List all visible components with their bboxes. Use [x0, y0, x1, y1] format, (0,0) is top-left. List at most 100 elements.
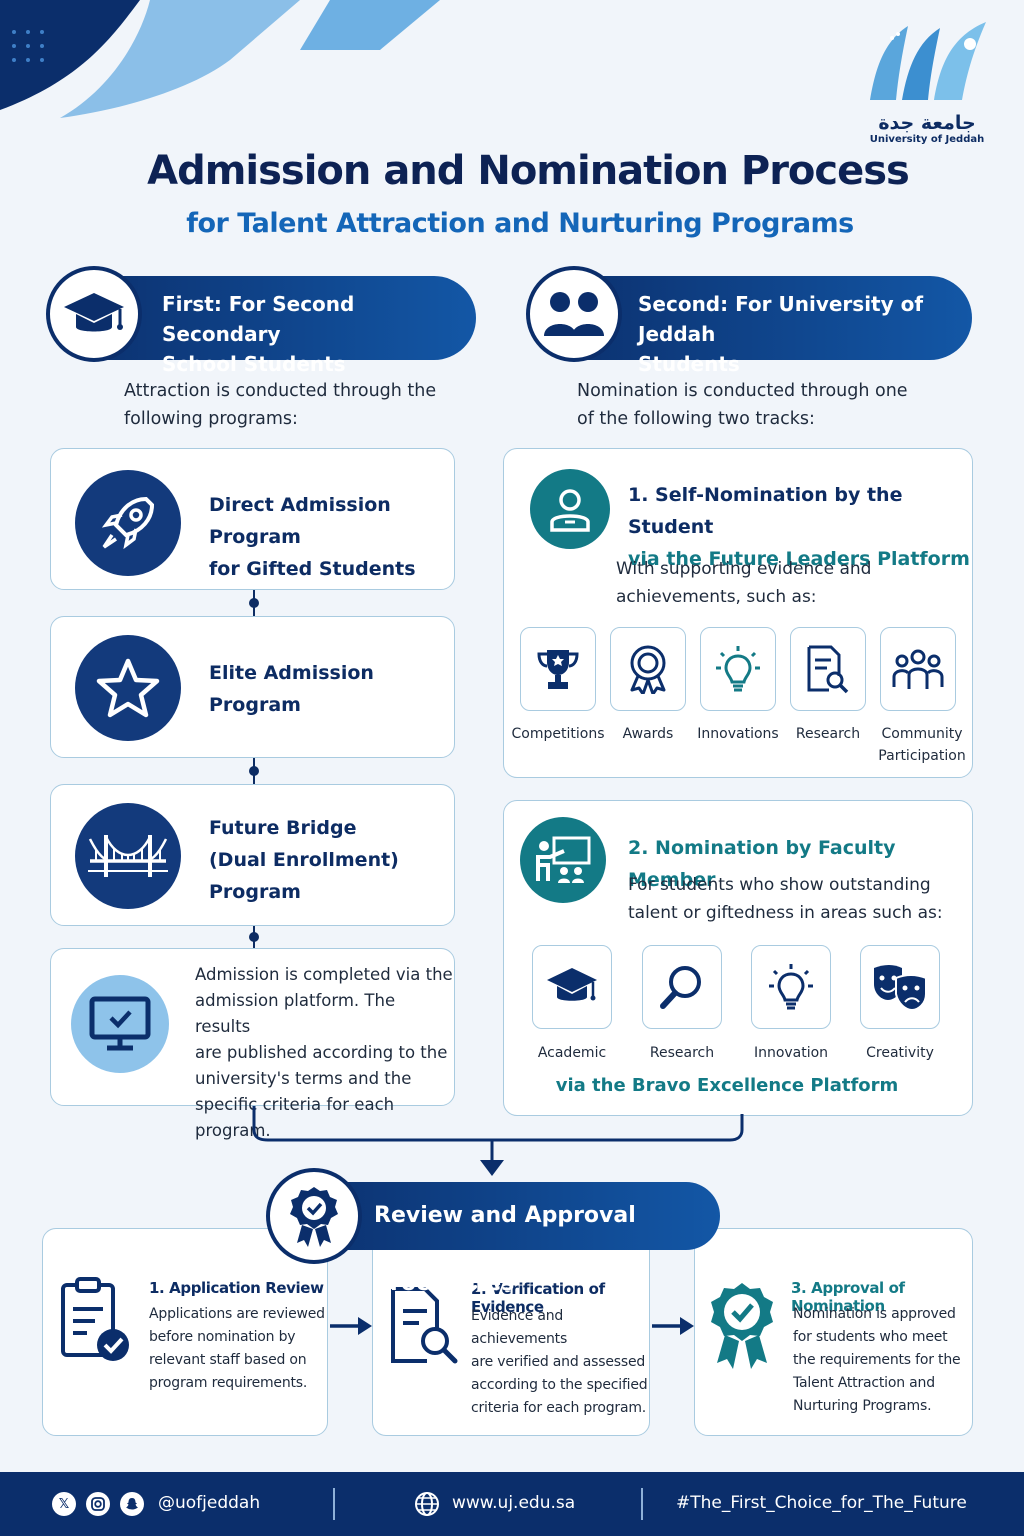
step-text: Applications are reviewed before nominat…	[149, 1303, 325, 1395]
track2-description: For students who show outstanding talent…	[628, 871, 943, 927]
bridge-icon	[75, 803, 181, 909]
step-title: 2. Verification of Evidence	[471, 1280, 605, 1316]
connector-dot	[249, 766, 259, 776]
step-text-line: criteria for each program.	[471, 1400, 647, 1416]
track2-title: 2. Nomination by Faculty Member	[628, 837, 896, 891]
student-profile-icon	[530, 469, 610, 549]
step-title: 3. Approval of Nomination	[791, 1279, 905, 1315]
website-link[interactable]: www.uj.edu.sa	[452, 1493, 576, 1513]
evidence-label-line: Participation	[878, 748, 966, 764]
track2-desc-line1: For students who show outstanding	[628, 875, 931, 895]
completion-line: are published according to the	[195, 1043, 448, 1062]
area-label: Innovation	[753, 1045, 829, 1061]
footer-divider	[333, 1488, 335, 1520]
review-step-card-3: 3. Approval of Nomination Nomination is …	[694, 1228, 973, 1436]
step-text-line: Talent Attraction and	[793, 1375, 935, 1391]
teacher-board-icon	[520, 817, 606, 903]
medal-icon	[610, 627, 686, 711]
step-text-line: according to the specified	[471, 1377, 648, 1393]
social-icons: 𝕏	[52, 1492, 144, 1516]
track-self-nomination-card: 1. Self-Nomination by the Student via th…	[503, 448, 973, 778]
review-step-card-1: 1. Application Review Applications are r…	[42, 1228, 328, 1436]
university-emblem-icon	[870, 22, 986, 100]
program-label: Future Bridge (Dual Enrollment) Program	[209, 812, 399, 908]
instagram-icon[interactable]	[86, 1492, 110, 1516]
step-text-line: Nomination is approved	[793, 1306, 956, 1322]
evidence-label: Innovations	[697, 726, 779, 742]
second-intro: Nomination is conducted through one of t…	[577, 377, 908, 433]
completion-line: Admission is completed via the	[195, 965, 453, 984]
graduation-cap-icon	[64, 293, 124, 332]
second-intro-line1: Nomination is conducted through one	[577, 381, 908, 401]
globe-icon	[414, 1491, 440, 1522]
program-label-line: Program	[209, 881, 301, 903]
program-label-line: Elite Admission	[209, 662, 374, 684]
second-header-badge	[526, 266, 622, 362]
track1-title-line1: 1. Self-Nomination by the Student	[628, 484, 903, 538]
step-text: Nomination is approved for students who …	[793, 1303, 961, 1418]
x-twitter-icon[interactable]: 𝕏	[52, 1492, 76, 1516]
review-header-badge	[266, 1168, 362, 1264]
track1-title-line2: via the Future Leaders Platform	[628, 548, 970, 570]
completion-line: admission platform. The results	[195, 991, 396, 1036]
footer-divider	[641, 1488, 643, 1520]
approval-badge-icon	[709, 1281, 775, 1377]
area-label: Creativity	[866, 1045, 934, 1061]
footer: 𝕏 @uofjeddah www.uj.edu.sa #The_First_Ch…	[0, 1472, 1024, 1536]
program-card-direct-admission: Direct Admission Program for Gifted Stud…	[50, 448, 455, 590]
evidence-label: Awards	[622, 726, 674, 742]
page-subtitle: for Talent Attraction and Nurturing Prog…	[186, 208, 854, 239]
first-intro-line2: following programs:	[124, 409, 298, 429]
program-label: Elite Admission Program	[209, 657, 374, 721]
evidence-label-line: Community	[881, 726, 963, 742]
completion-line: university's terms and the	[195, 1069, 412, 1088]
step-text-line: Nurturing Programs.	[793, 1398, 932, 1414]
connector-dot	[249, 932, 259, 942]
community-icon	[880, 627, 956, 711]
social-handle[interactable]: @uofjeddah	[158, 1493, 261, 1513]
graduation-cap-icon	[532, 945, 612, 1029]
first-intro-line1: Attraction is conducted through the	[124, 381, 437, 401]
monitor-check-icon	[71, 975, 169, 1073]
track-faculty-nomination-card: 2. Nomination by Faculty Member For stud…	[503, 800, 973, 1116]
theater-masks-icon	[860, 945, 940, 1029]
evidence-label: Competitions	[511, 726, 605, 742]
program-label-line: Program	[209, 694, 301, 716]
track2-desc-line2: talent or giftedness in areas such as:	[628, 903, 943, 923]
step-text-line: before nomination by	[149, 1329, 296, 1345]
step-text-line: the requirements for the	[793, 1352, 961, 1368]
document-search-icon	[790, 627, 866, 711]
program-label-line: (Dual Enrollment)	[209, 849, 399, 871]
first-header-badge	[46, 266, 142, 362]
review-step-card-2: 2. Verification of Evidence Evidence and…	[372, 1228, 650, 1436]
header-decoration	[0, 0, 440, 118]
lightbulb-icon	[700, 627, 776, 711]
step-text-line: Applications are reviewed	[149, 1306, 325, 1322]
logo-arabic-text: جامعة جدة	[878, 112, 976, 134]
snapchat-icon[interactable]	[120, 1492, 144, 1516]
program-card-elite-admission: Elite Admission Program	[50, 616, 455, 758]
program-label: Direct Admission Program for Gifted Stud…	[209, 489, 454, 585]
step-text-line: relevant staff based on	[149, 1352, 307, 1368]
hashtag-text: #The_First_Choice_for_The_Future	[676, 1493, 967, 1513]
university-logo: جامعة جدة University of Jeddah	[862, 14, 992, 154]
bravo-platform-label: via the Bravo Excellence Platform	[555, 1075, 899, 1096]
evidence-label: Research	[795, 726, 861, 742]
track1-title: 1. Self-Nomination by the Student via th…	[628, 479, 972, 575]
area-label: Research	[649, 1045, 715, 1061]
arrow-right-icon	[330, 1317, 372, 1335]
second-header-line2: Students	[638, 352, 740, 376]
step-text: Evidence and achievements are verified a…	[471, 1305, 649, 1420]
certified-badge-icon	[290, 1187, 338, 1247]
program-label-line: Direct Admission Program	[209, 494, 391, 548]
track1-description: With supporting evidence and achievement…	[616, 555, 871, 611]
rocket-icon	[75, 470, 181, 576]
track1-desc-line1: With supporting evidence and	[616, 559, 872, 579]
merge-connector	[252, 1106, 744, 1176]
program-label-line: for Gifted Students	[209, 558, 416, 580]
step-text-line: program requirements.	[149, 1375, 308, 1391]
step-title: 1. Application Review	[149, 1279, 324, 1297]
star-icon	[75, 635, 181, 741]
magnifier-icon	[642, 945, 722, 1029]
second-intro-line2: of the following two tracks:	[577, 409, 815, 429]
